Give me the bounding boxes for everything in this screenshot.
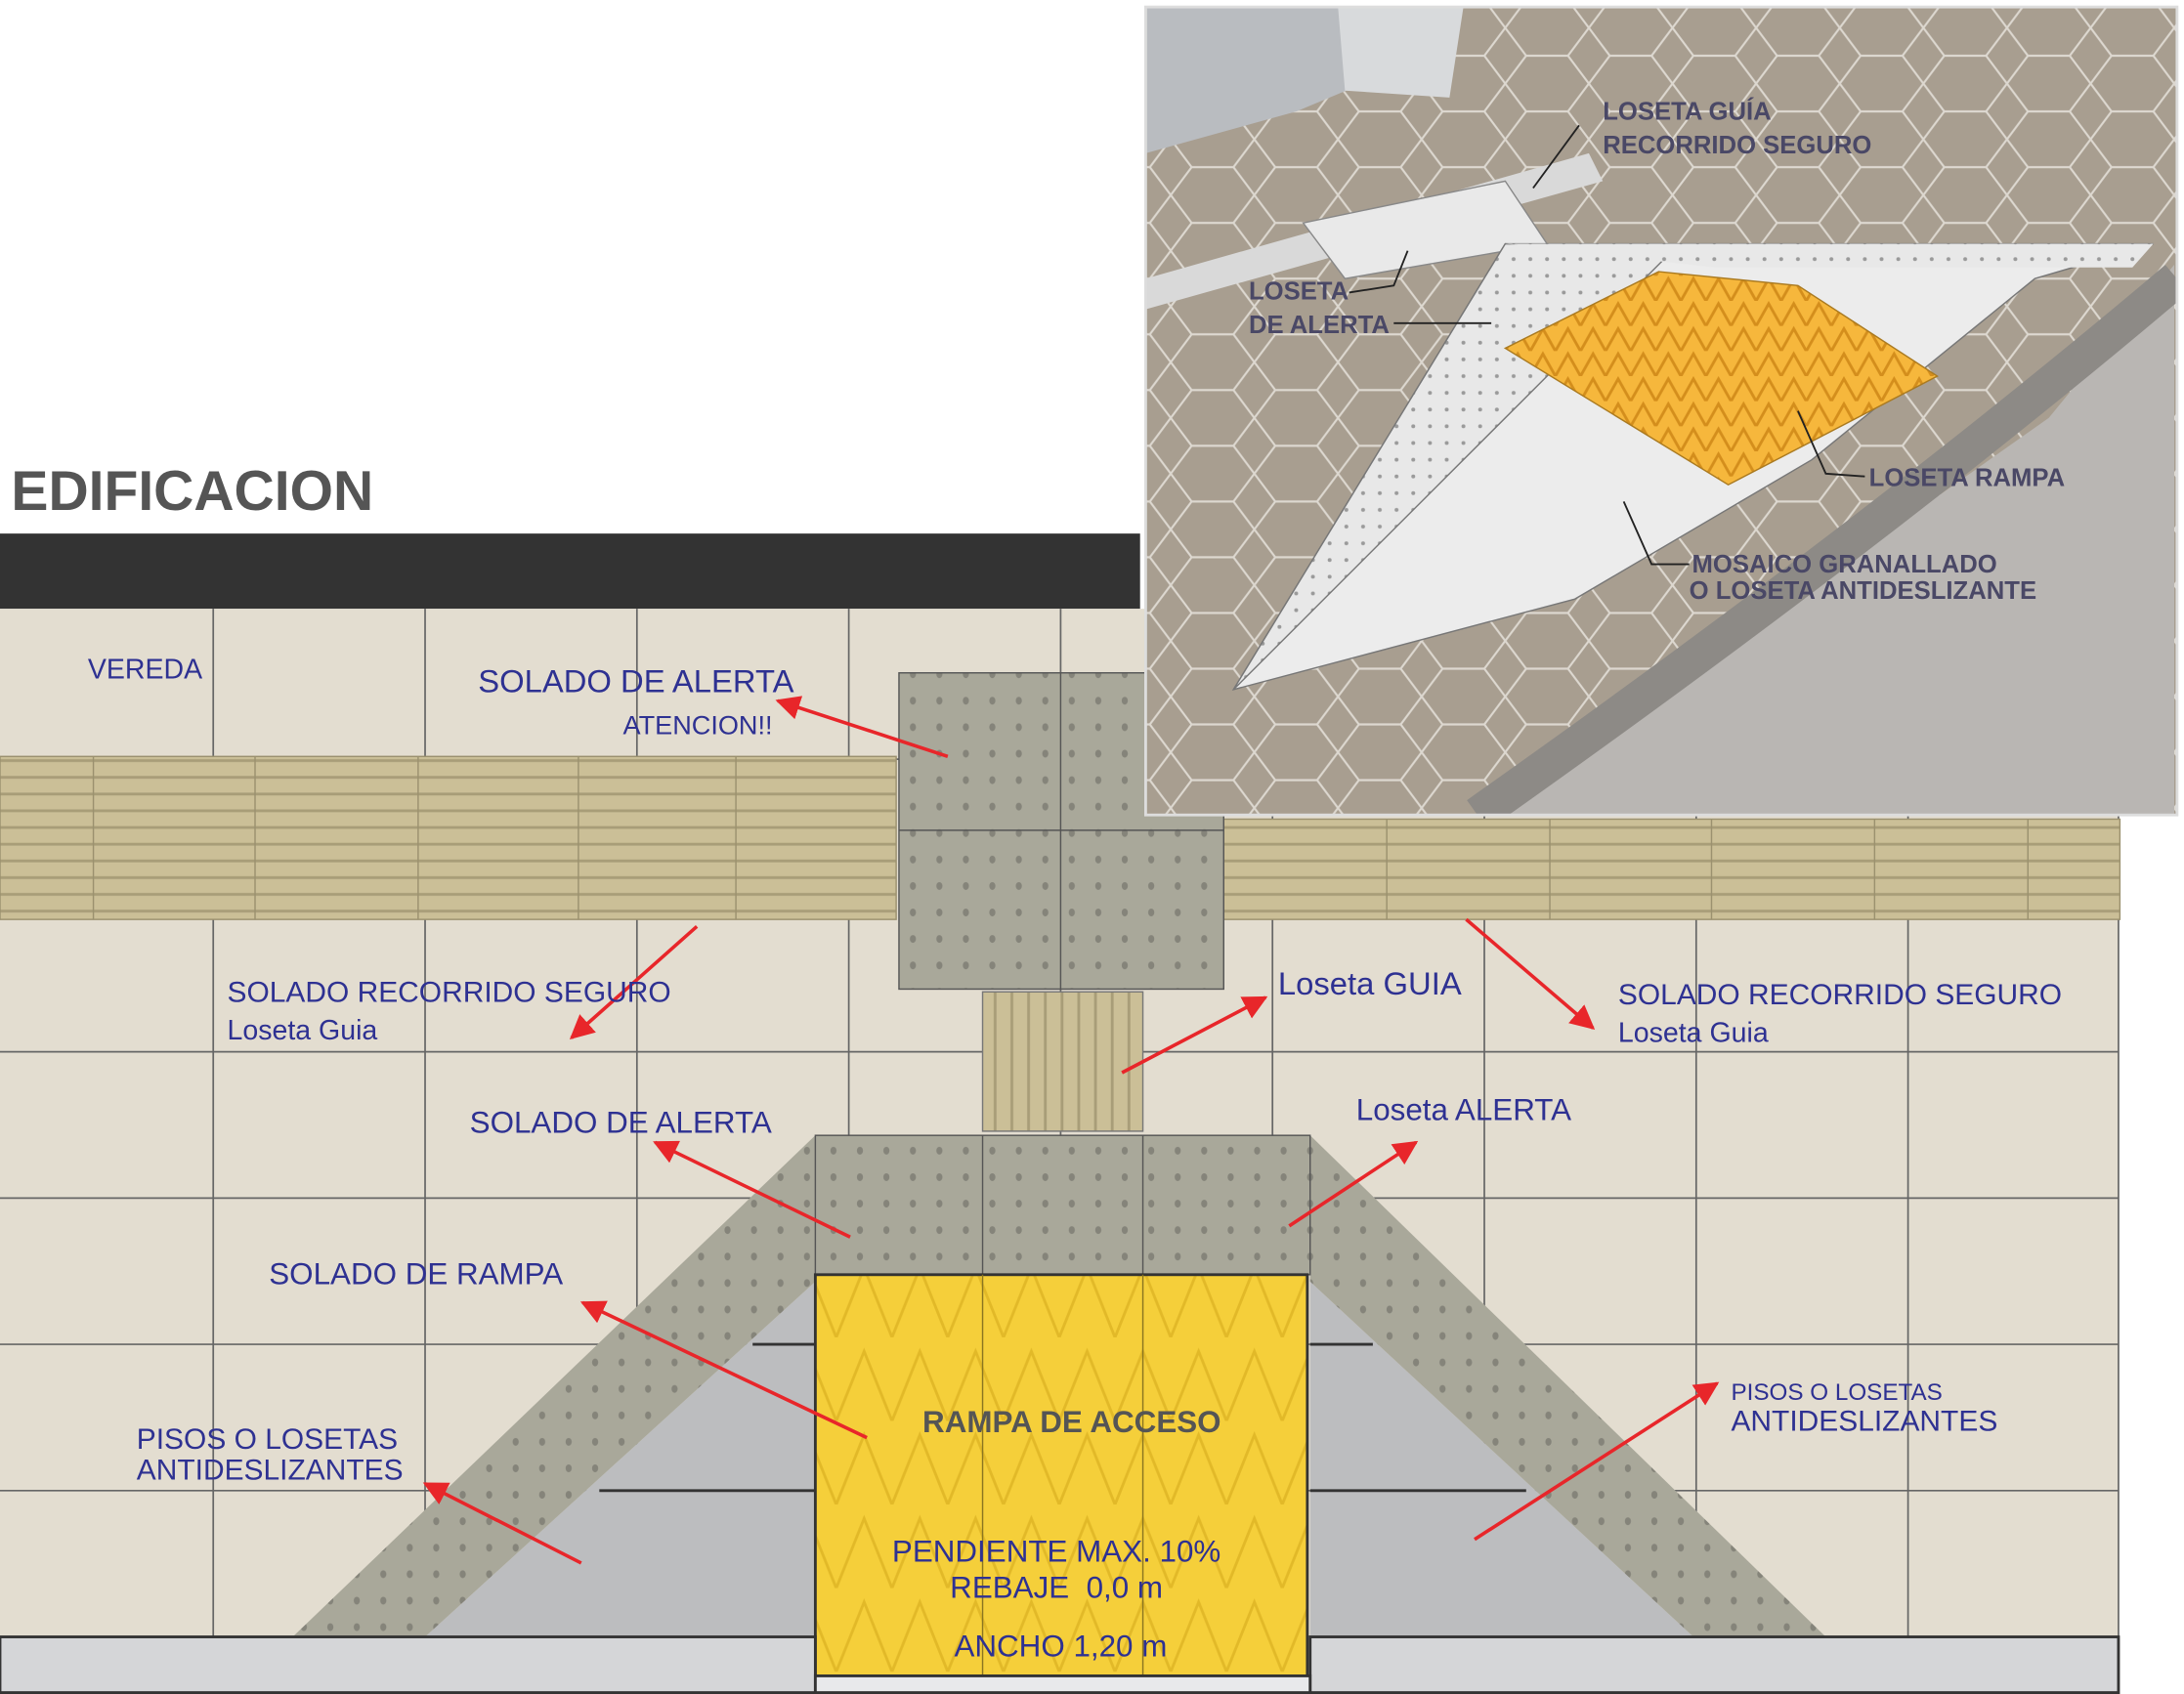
label-ancho: ANCHO 1,20 m bbox=[954, 1630, 1167, 1664]
photo-label-mosaico-2: O LOSETA ANTIDESLIZANTE bbox=[1690, 577, 2036, 605]
building-wall-band bbox=[0, 533, 1140, 610]
label-rebaje: REBAJE 0,0 m bbox=[950, 1571, 1163, 1605]
access-ramp bbox=[813, 1273, 1309, 1677]
photo-label-mosaico-1: MOSAICO GRANALLADO bbox=[1692, 551, 1997, 578]
label-loseta-guia-left: Loseta Guia bbox=[227, 1015, 377, 1046]
guide-tile-vertical bbox=[981, 991, 1144, 1132]
building-title: EDIFICACION bbox=[11, 460, 373, 523]
label-loseta-guia-right: Loseta Guia bbox=[1618, 1018, 1769, 1049]
label-loseta-alerta: Loseta ALERTA bbox=[1356, 1092, 1571, 1126]
label-rampa-acceso: RAMPA DE ACCESO bbox=[922, 1405, 1221, 1439]
photo-label-alerta-2: DE ALERTA bbox=[1249, 312, 1390, 339]
label-loseta-guia: Loseta GUIA bbox=[1278, 965, 1462, 1001]
label-solado-alerta-mid: SOLADO DE ALERTA bbox=[470, 1105, 772, 1139]
label-solado-rampa: SOLADO DE RAMPA bbox=[269, 1257, 563, 1292]
photo-label-rampa: LOSETA RAMPA bbox=[1869, 465, 2066, 492]
label-pendiente: PENDIENTE MAX. 10% bbox=[892, 1535, 1220, 1569]
red-arrows bbox=[422, 696, 1720, 1565]
photo-label-guia-2: RECORRIDO SEGURO bbox=[1603, 132, 1871, 159]
label-recorrido-left: SOLADO RECORRIDO SEGURO bbox=[227, 976, 670, 1008]
label-pisos-left-2: ANTIDESLIZANTES bbox=[137, 1454, 404, 1486]
guide-tile-band bbox=[0, 755, 2121, 920]
label-pisos-left-1: PISOS O LOSETAS bbox=[137, 1423, 398, 1456]
label-vereda: VEREDA bbox=[88, 654, 202, 685]
photo-label-alerta-1: LOSETA bbox=[1249, 278, 1349, 306]
label-pisos-right-1: PISOS O LOSETAS bbox=[1731, 1379, 1942, 1406]
plan-labels: VEREDA SOLADO DE ALERTA ATENCION!! SOLAD… bbox=[88, 654, 2062, 1663]
alert-row bbox=[814, 1134, 1311, 1276]
alert-strip-right bbox=[1309, 1135, 1826, 1637]
label-solado-alerta-top: SOLADO DE ALERTA bbox=[478, 663, 793, 699]
reference-photo: LOSETA GUÍA RECORRIDO SEGURO LOSETA DE A… bbox=[1143, 5, 2179, 817]
photo-label-guia-1: LOSETA GUÍA bbox=[1603, 98, 1771, 126]
label-recorrido-right: SOLADO RECORRIDO SEGURO bbox=[1618, 979, 2062, 1011]
label-atencion: ATENCION!! bbox=[623, 709, 773, 740]
alert-strip-left bbox=[292, 1135, 816, 1637]
curb bbox=[0, 1635, 2120, 1694]
label-pisos-right-2: ANTIDESLIZANTES bbox=[1731, 1405, 1997, 1437]
